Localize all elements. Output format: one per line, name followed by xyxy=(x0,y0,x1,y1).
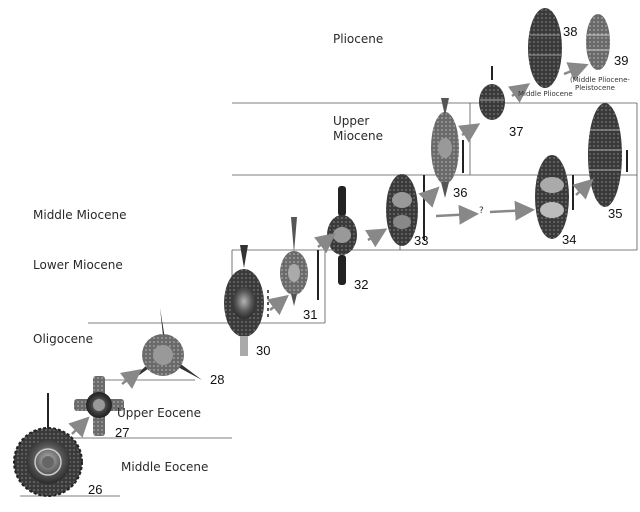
specimen-number-28: 28 xyxy=(210,372,225,387)
arrow-30-31 xyxy=(267,294,289,316)
specimen-number-30: 30 xyxy=(256,343,271,358)
specimen-27-fossil xyxy=(74,376,124,436)
annotation-middle-pliocene-pleistocene-line2: Pleistocene xyxy=(575,84,615,92)
epoch-label-middle-miocene: Middle Miocene xyxy=(33,208,127,222)
arrow-27-28 xyxy=(120,369,142,389)
specimen-37-fossil xyxy=(479,66,505,120)
evolution-arrows xyxy=(68,62,594,438)
arrow-34-35 xyxy=(572,178,594,200)
arrow-38-39 xyxy=(563,62,589,81)
annotation-question-mark: ? xyxy=(479,206,484,216)
epoch-label-middle-eocene: Middle Eocene xyxy=(121,460,209,474)
specimen-number-36: 36 xyxy=(453,185,468,200)
arrow-33-36 xyxy=(418,186,440,208)
arrow-33-34-b xyxy=(489,200,535,221)
annotation-middle-pliocene: Middle Pliocene xyxy=(518,90,573,98)
specimen-number-34: 34 xyxy=(562,232,577,247)
epoch-label-pliocene: Pliocene xyxy=(333,32,384,46)
specimen-number-26: 26 xyxy=(88,482,103,497)
specimen-number-38: 38 xyxy=(563,24,578,39)
specimen-33-fossil xyxy=(386,174,418,246)
epoch-label-upper-miocene-line2: Miocene xyxy=(333,129,383,143)
arrow-36-37 xyxy=(457,123,481,143)
specimen-38-fossil xyxy=(528,8,562,88)
epoch-label-oligocene: Oligocene xyxy=(33,332,94,346)
arrow-37-38 xyxy=(507,83,531,103)
specimen-number-32: 32 xyxy=(354,277,369,292)
epoch-label-upper-miocene-line1: Upper xyxy=(333,114,370,128)
epoch-label-upper-eocene: Upper Eocene xyxy=(117,406,202,420)
specimen-number-35: 35 xyxy=(608,206,623,221)
specimen-number-33: 33 xyxy=(414,233,429,248)
arrow-31-32 xyxy=(314,232,336,254)
specimen-36-fossil xyxy=(431,98,459,198)
specimen-number-27: 27 xyxy=(115,425,130,440)
specimen-26-fossil xyxy=(13,393,83,497)
arrow-26-27 xyxy=(68,416,90,438)
specimen-number-31: 31 xyxy=(303,307,318,322)
arrow-32-33 xyxy=(364,228,388,248)
specimen-34-fossil xyxy=(535,155,569,239)
annotation-middle-pliocene-pleistocene-line1: (Middle Pliocene- xyxy=(570,76,630,84)
specimen-35-fossil xyxy=(588,103,622,207)
specimen-28-fossil xyxy=(128,308,202,383)
specimen-31-fossil xyxy=(280,217,308,306)
specimen-number-37: 37 xyxy=(509,124,524,139)
arrow-33-34-a xyxy=(435,204,479,225)
epoch-label-lower-miocene: Lower Miocene xyxy=(33,258,123,272)
specimen-number-39: 39 xyxy=(614,53,629,68)
specimen-39-fossil xyxy=(586,14,610,70)
specimen-30-fossil xyxy=(224,245,264,356)
